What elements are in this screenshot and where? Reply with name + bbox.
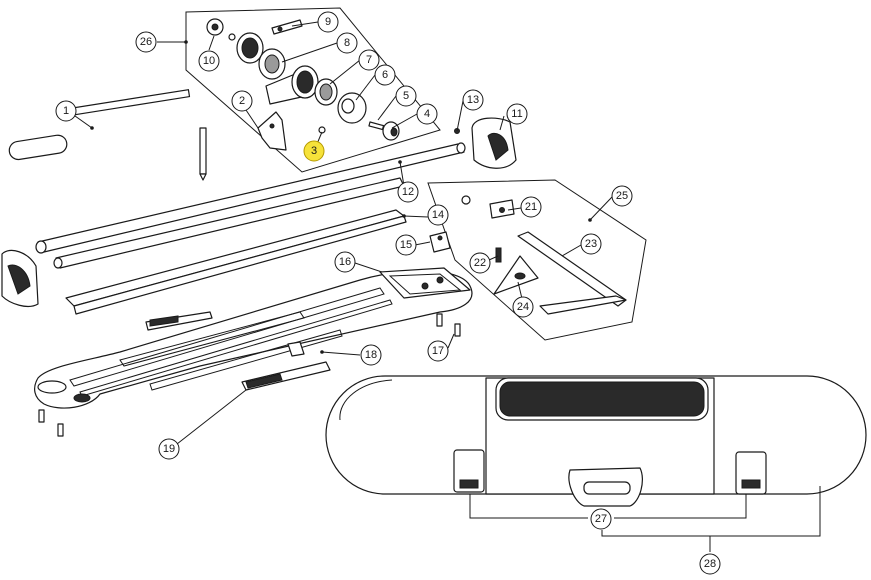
callout-labels: 1 2 3 4 5 6 7 8 9 10 11 12 13 14 15 16 1… xyxy=(55,11,721,575)
callout-25-label: 25 xyxy=(616,190,628,202)
callout-22-label: 22 xyxy=(474,257,486,269)
callout-16-label: 16 xyxy=(339,256,351,268)
callout-11-label: 11 xyxy=(511,108,522,120)
callout-22: 22 xyxy=(469,252,491,274)
callout-19: 19 xyxy=(158,438,180,460)
part-15-block[interactable] xyxy=(429,231,451,253)
part-8-wheel-assembly[interactable] xyxy=(236,32,286,80)
group-frame-26 xyxy=(185,7,441,173)
callout-28: 28 xyxy=(699,553,721,575)
callout-13-label: 13 xyxy=(467,94,479,106)
callout-26-label: 26 xyxy=(140,36,152,48)
callout-10: 10 xyxy=(198,50,220,72)
callout-17: 17 xyxy=(427,340,449,362)
callout-1-label: 1 xyxy=(63,105,69,117)
part-11-end-cap[interactable] xyxy=(471,117,517,169)
part-2-clamp[interactable] xyxy=(257,111,287,151)
callout-18-label: 18 xyxy=(365,349,377,361)
left-end-cap[interactable] xyxy=(1,249,39,308)
callout-21: 21 xyxy=(520,196,542,218)
callout-1: 1 xyxy=(55,100,77,122)
callout-6-label: 6 xyxy=(382,69,388,81)
part-23-measuring-rail[interactable] xyxy=(517,231,627,315)
callout-27: 27 xyxy=(590,508,612,530)
callout-2-label: 2 xyxy=(239,95,245,107)
callout-19-label: 19 xyxy=(163,443,175,455)
group-frame-25 xyxy=(427,179,647,341)
callout-15: 15 xyxy=(395,234,417,256)
callout-6: 6 xyxy=(374,64,396,86)
callout-21-label: 21 xyxy=(525,201,537,213)
callout-9-label: 9 xyxy=(325,16,331,28)
part-1-handle-rod[interactable] xyxy=(8,89,191,161)
part-4-cap[interactable] xyxy=(382,121,400,141)
callout-25: 25 xyxy=(611,185,633,207)
part-7-wheel-assembly[interactable] xyxy=(265,65,338,106)
part-22-screw[interactable] xyxy=(495,247,502,263)
callout-5-label: 5 xyxy=(403,90,409,102)
part-21-clip[interactable] xyxy=(461,195,515,219)
part-10-hub[interactable] xyxy=(206,18,236,41)
part-24-guide[interactable] xyxy=(493,255,539,295)
callout-16: 16 xyxy=(334,251,356,273)
callout-23: 23 xyxy=(580,233,602,255)
callout-15-label: 15 xyxy=(400,239,412,251)
callout-17-label: 17 xyxy=(432,345,444,357)
callout-14-label: 14 xyxy=(432,209,444,221)
leader-dots xyxy=(90,40,592,354)
callout-18: 18 xyxy=(360,344,382,366)
part-6-knob[interactable] xyxy=(337,92,367,124)
part-17-screws[interactable] xyxy=(436,313,461,337)
part-5-bolt[interactable] xyxy=(368,121,385,131)
callout-4: 4 xyxy=(416,103,438,125)
part-12-tube[interactable] xyxy=(35,142,466,269)
callout-14: 14 xyxy=(427,204,449,226)
callout-12: 12 xyxy=(397,181,419,203)
callout-4-label: 4 xyxy=(424,108,430,120)
callout-26: 26 xyxy=(135,31,157,53)
base-screws[interactable] xyxy=(38,409,64,437)
part-27-latches[interactable] xyxy=(453,449,767,495)
callout-3-label: 3 xyxy=(311,145,317,157)
callout-2: 2 xyxy=(231,90,253,112)
callout-3: 3 xyxy=(303,140,325,162)
small-pin-part[interactable] xyxy=(199,127,207,181)
callout-8: 8 xyxy=(336,32,358,54)
callout-7: 7 xyxy=(358,49,380,71)
clip-part[interactable] xyxy=(145,311,213,331)
part-9-bracket[interactable] xyxy=(271,19,303,35)
part-16-slider[interactable] xyxy=(379,267,471,299)
part-18-tab[interactable] xyxy=(287,341,305,357)
callout-13: 13 xyxy=(462,89,484,111)
callout-9: 9 xyxy=(317,11,339,33)
callout-8-label: 8 xyxy=(344,37,350,49)
callout-24-label: 24 xyxy=(517,301,529,313)
callout-7-label: 7 xyxy=(366,54,372,66)
callout-28-label: 28 xyxy=(704,558,716,570)
callout-11: 11 xyxy=(506,103,528,125)
callout-23-label: 23 xyxy=(585,238,597,250)
base-plate[interactable] xyxy=(34,270,473,409)
callout-27-label: 27 xyxy=(595,513,607,525)
part-19-clip[interactable] xyxy=(241,361,331,391)
callout-5: 5 xyxy=(395,85,417,107)
callout-24: 24 xyxy=(512,296,534,318)
callout-10-label: 10 xyxy=(203,55,215,67)
case-handle[interactable] xyxy=(568,467,643,507)
callout-12-label: 12 xyxy=(402,186,414,198)
part-14-rail[interactable] xyxy=(65,209,407,315)
